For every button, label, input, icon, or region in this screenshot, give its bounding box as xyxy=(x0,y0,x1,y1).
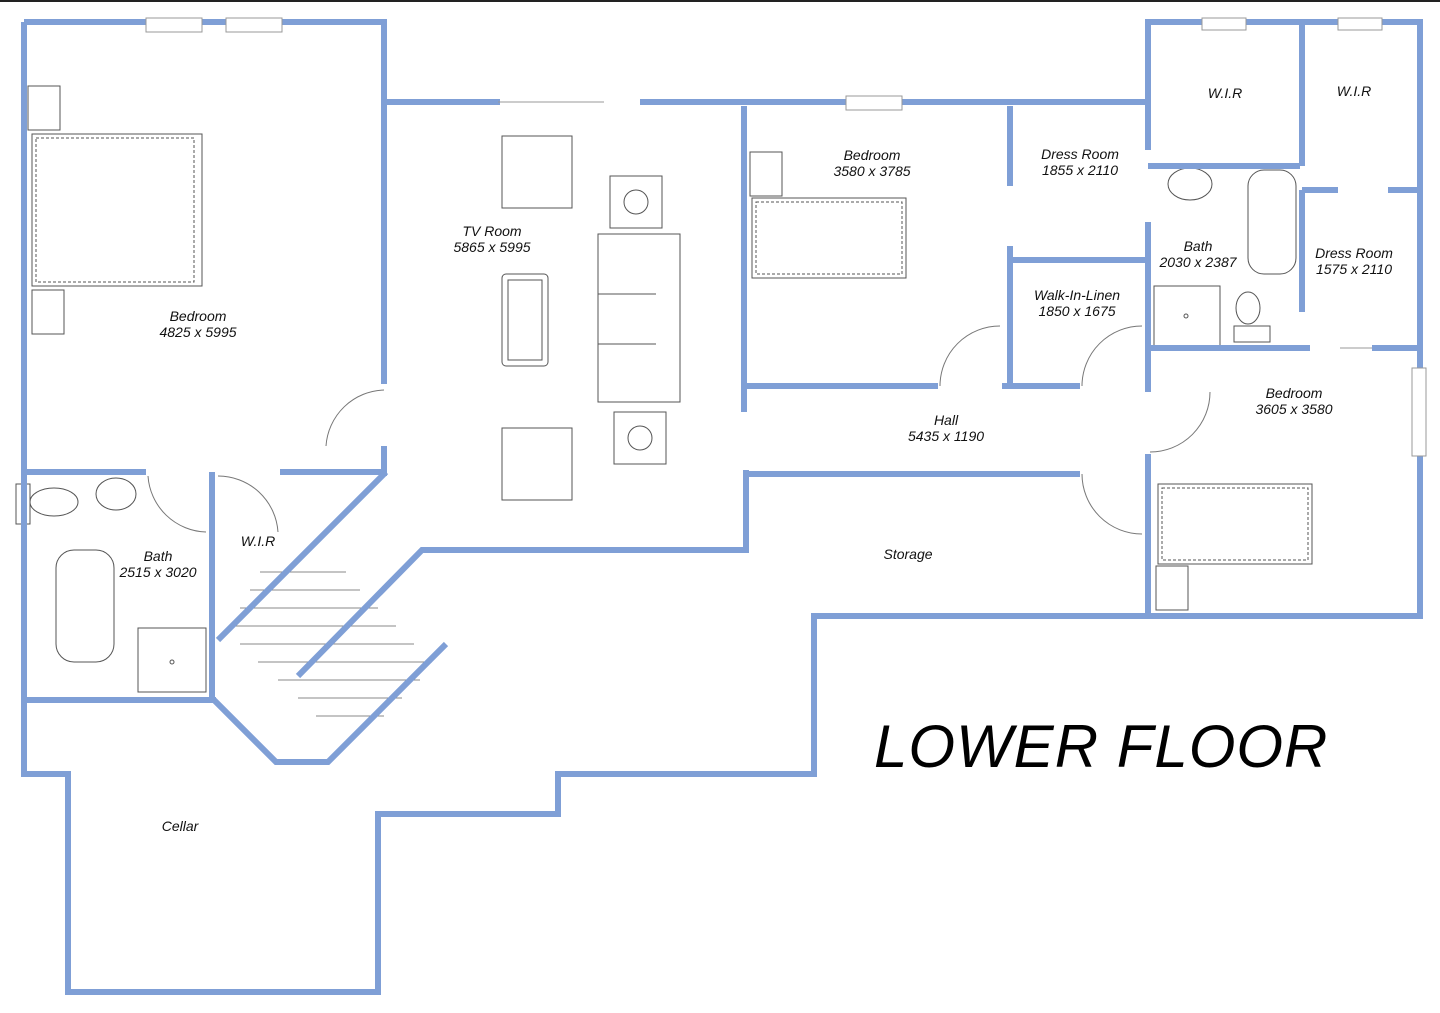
shower-drain xyxy=(1183,313,1189,319)
window xyxy=(145,17,203,33)
room-label-dress-room-2: Dress Room 1575 x 2110 xyxy=(1315,245,1393,277)
nightstand xyxy=(1155,565,1189,611)
room-label-bedroom-2: Bedroom 3580 x 3785 xyxy=(833,147,910,179)
shower xyxy=(137,627,207,693)
armchair xyxy=(501,427,573,501)
room-name: Dress Room xyxy=(1041,146,1119,162)
room-size: 2030 x 2387 xyxy=(1159,254,1237,270)
sofa xyxy=(597,233,681,403)
toilet xyxy=(29,487,79,517)
walls xyxy=(21,19,1423,995)
room-size: 4825 x 5995 xyxy=(159,324,237,340)
bed-quilt xyxy=(1161,487,1309,561)
room-label-cellar: Cellar xyxy=(162,818,199,834)
room-label-bath-2: Bath 2515 x 3020 xyxy=(119,548,196,580)
nightstand xyxy=(749,151,783,197)
speaker xyxy=(609,175,663,229)
room-label-walk-in-linen: Walk-In-Linen 1850 x 1675 xyxy=(1034,287,1120,319)
room-label-bath-1: Bath 2030 x 2387 xyxy=(1159,238,1236,270)
room-size: 3580 x 3785 xyxy=(833,163,911,179)
coffee-table-top xyxy=(507,279,543,361)
room-name: Walk-In-Linen xyxy=(1033,287,1121,303)
room-name: Bath xyxy=(143,548,173,564)
room-size: 3605 x 3580 xyxy=(1255,401,1333,417)
bathtub xyxy=(55,549,115,663)
room-size: 1855 x 2110 xyxy=(1041,162,1119,178)
speaker-cone xyxy=(623,189,649,215)
room-size: 1850 x 1675 xyxy=(1038,303,1116,319)
toilet xyxy=(1235,291,1261,325)
basin xyxy=(1167,167,1213,201)
room-label-bedroom-3: Bedroom 3605 x 3580 xyxy=(1255,385,1332,417)
room-size: 2515 x 3020 xyxy=(119,564,197,580)
shower xyxy=(1153,285,1221,347)
double-bed xyxy=(31,133,203,287)
room-name: TV Room xyxy=(462,223,522,239)
nightstand xyxy=(27,85,61,131)
room-label-tv-room: TV Room 5865 x 5995 xyxy=(453,223,530,255)
room-name: W.I.R xyxy=(1336,83,1372,99)
speaker xyxy=(613,411,667,465)
speaker-cone xyxy=(627,425,653,451)
room-label-wir-2: W.I.R xyxy=(1337,83,1371,99)
armchair xyxy=(501,135,573,209)
top-border xyxy=(0,0,1440,2)
room-name: Dress Room xyxy=(1315,245,1393,261)
room-name: W.I.R xyxy=(1207,85,1243,101)
toilet-cistern xyxy=(1233,325,1271,343)
coffee-table xyxy=(501,273,549,367)
room-label-dress-room-1: Dress Room 1855 x 2110 xyxy=(1041,146,1119,178)
windows xyxy=(145,17,1427,457)
room-name: Hall xyxy=(933,412,959,428)
room-size: 5435 x 1190 xyxy=(907,428,985,444)
room-label-storage: Storage xyxy=(883,546,932,562)
room-label-hall: Hall 5435 x 1190 xyxy=(908,412,984,444)
furniture xyxy=(15,85,1313,693)
room-name: Cellar xyxy=(161,818,199,834)
single-bed xyxy=(1157,483,1313,565)
room-size: 5865 x 5995 xyxy=(453,239,531,255)
bed-quilt xyxy=(35,137,195,283)
door-swings xyxy=(147,325,1211,535)
shower-drain xyxy=(169,659,175,665)
room-label-bedroom-1: Bedroom 4825 x 5995 xyxy=(159,308,236,340)
room-name: Bedroom xyxy=(169,308,227,324)
room-name: Bedroom xyxy=(1265,385,1323,401)
room-name: Bedroom xyxy=(843,147,901,163)
floor-title: LOWER FLOOR xyxy=(874,713,1329,780)
bathtub xyxy=(1247,169,1297,275)
window xyxy=(1201,17,1247,31)
room-name: Bath xyxy=(1183,238,1213,254)
room-label-wir-3: W.I.R xyxy=(241,533,275,549)
window xyxy=(225,17,283,33)
single-bed xyxy=(751,197,907,279)
window xyxy=(845,95,903,111)
room-name: W.I.R xyxy=(240,533,276,549)
room-name: Storage xyxy=(883,546,933,562)
window xyxy=(1337,17,1383,31)
window xyxy=(1411,367,1427,457)
basin xyxy=(95,477,137,511)
bed-quilt xyxy=(755,201,903,275)
nightstand xyxy=(31,289,65,335)
room-size: 1575 x 2110 xyxy=(1315,261,1393,277)
room-label-wir-1: W.I.R xyxy=(1208,85,1242,101)
